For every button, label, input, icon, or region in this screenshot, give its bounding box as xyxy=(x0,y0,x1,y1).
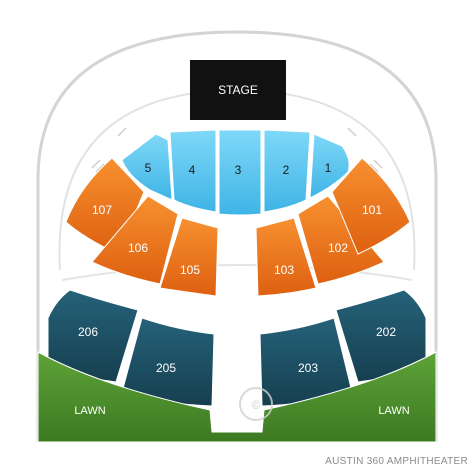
venue-outer-outline xyxy=(36,30,438,442)
aisle-outline-lower xyxy=(61,264,413,281)
copyright-symbol: © xyxy=(252,398,261,412)
section-3[interactable]: 3 xyxy=(218,129,262,216)
stage: STAGE xyxy=(190,60,286,120)
venue-name: AUSTIN 360 AMPHITHEATER xyxy=(325,456,468,467)
section-4[interactable]: 4 xyxy=(169,129,217,213)
section-2[interactable]: 2 xyxy=(263,129,311,213)
